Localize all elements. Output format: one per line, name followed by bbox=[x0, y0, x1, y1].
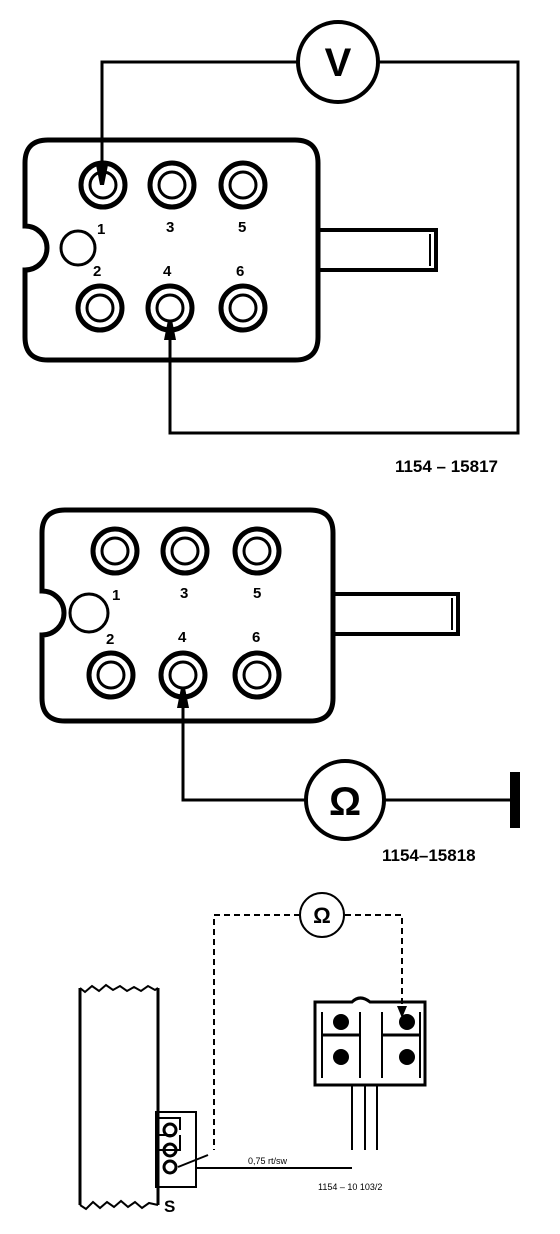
locating-hole bbox=[59, 229, 97, 267]
diagram-2-resistance-test: 1 2 3 4 5 6 Ω 1154–15818 bbox=[39, 507, 520, 865]
probe-wire-pin-1 bbox=[100, 60, 298, 170]
switch-label: S bbox=[164, 1197, 175, 1216]
pin-label-2: 2 bbox=[93, 263, 101, 280]
socket-2 bbox=[86, 650, 136, 700]
figure-ref-1: 1154 – 15817 bbox=[395, 457, 498, 476]
probe-tip-pin-1 bbox=[96, 165, 108, 185]
figure-ref-3: 1154 – 10 103/2 bbox=[318, 1182, 382, 1192]
socket-2 bbox=[75, 283, 125, 333]
diagram-1-voltage-test: 1 2 3 4 5 6 V 1154 – 15817 bbox=[22, 20, 520, 476]
probe-tip-connector bbox=[397, 1006, 407, 1018]
pin-label-6: 6 bbox=[252, 629, 260, 646]
socket-1 bbox=[90, 526, 140, 576]
pin-label-5: 5 bbox=[238, 219, 246, 236]
probe-tip-pin-4 bbox=[177, 688, 189, 708]
locating-hole bbox=[68, 592, 110, 634]
pin-label-3: 3 bbox=[180, 585, 188, 602]
connector-body bbox=[22, 137, 321, 363]
ohmmeter-symbol: Ω bbox=[313, 903, 331, 928]
ohmmeter-symbol: Ω bbox=[329, 780, 361, 824]
connector-cable bbox=[318, 228, 438, 272]
probe-tip-pin-4 bbox=[164, 320, 176, 340]
pin-label-5: 5 bbox=[253, 585, 261, 602]
pin-label-6: 6 bbox=[236, 263, 244, 280]
housing-panel bbox=[79, 983, 159, 994]
connector-cable bbox=[333, 592, 460, 636]
ohmmeter: Ω bbox=[299, 892, 345, 938]
probe-wire-pin-4 bbox=[168, 60, 520, 435]
pin-label-2: 2 bbox=[106, 631, 114, 648]
pin-label-3: 3 bbox=[166, 219, 174, 236]
meter-lead-connector bbox=[345, 914, 403, 1012]
figure-ref-2: 1154–15818 bbox=[382, 846, 476, 865]
socket-5 bbox=[218, 160, 268, 210]
socket-6 bbox=[218, 283, 268, 333]
pin-label-4: 4 bbox=[163, 263, 172, 280]
diagram-3-switch-test: S 0,75 rt/sw Ω 1154 – bbox=[78, 892, 427, 1216]
pin-label-4: 4 bbox=[178, 629, 187, 646]
connector-body bbox=[39, 507, 336, 724]
socket-5 bbox=[232, 526, 282, 576]
ohmmeter: Ω bbox=[304, 759, 386, 841]
connector-block bbox=[313, 996, 427, 1087]
ground-symbol bbox=[510, 772, 520, 828]
voltmeter: V bbox=[296, 20, 380, 104]
socket-6 bbox=[232, 650, 282, 700]
probe-wire-pin-4 bbox=[181, 695, 305, 802]
pin-label-1: 1 bbox=[112, 587, 120, 604]
pin-label-1: 1 bbox=[97, 221, 105, 238]
voltmeter-symbol: V bbox=[325, 41, 352, 85]
socket-3 bbox=[147, 160, 197, 210]
switch-s bbox=[155, 1111, 209, 1188]
socket-3 bbox=[160, 526, 210, 576]
wire-spec-label: 0,75 rt/sw bbox=[248, 1156, 288, 1166]
meter-lead-switch bbox=[213, 914, 300, 1150]
